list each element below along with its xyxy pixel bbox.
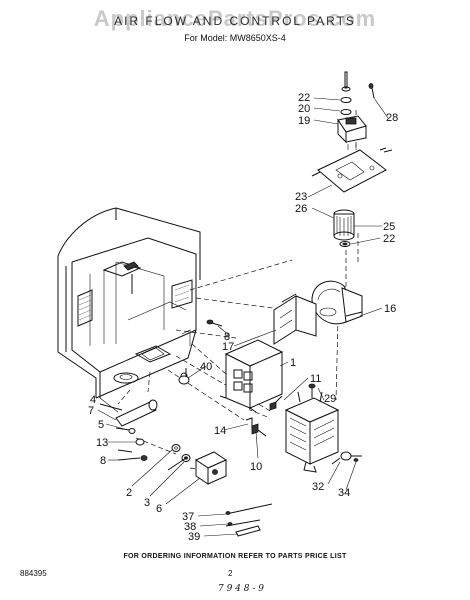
magnetron-29 — [284, 383, 340, 473]
date-code: 7 9 4 8 - 9 — [218, 584, 264, 594]
blower-housing-16 — [311, 280, 363, 325]
callout-26: 26 — [295, 203, 307, 215]
fuse-holder-6 — [167, 444, 228, 485]
callout-39: 39 — [188, 531, 200, 543]
callout-23: 23 — [295, 191, 307, 203]
callout-37: 37 — [182, 511, 194, 523]
callout-6: 6 — [156, 503, 162, 515]
callout-7: 7 — [88, 405, 94, 417]
callout-29: 29 — [324, 393, 336, 405]
interlock-switch-11 — [245, 395, 283, 437]
callout-8b: 8 — [100, 455, 106, 467]
callout-25: 25 — [383, 221, 395, 233]
wire-ties — [225, 503, 273, 537]
air-duct — [273, 293, 317, 345]
ordering-note: FOR ORDERING INFORMATION REFER TO PARTS … — [123, 553, 347, 560]
callout-40: 40 — [200, 361, 212, 373]
callout-numbers: 22 20 19 28 23 26 25 22 16 8 17 1 40 11 … — [88, 92, 398, 543]
callout-2: 2 — [126, 487, 132, 499]
callout-22b: 22 — [383, 233, 395, 245]
diagram-title: AIR FLOW AND CONTROL PARTS — [114, 14, 356, 28]
motor-bracket-23 — [311, 83, 393, 193]
callout-13: 13 — [96, 437, 108, 449]
callout-38: 38 — [184, 521, 196, 533]
callout-32: 32 — [312, 481, 324, 493]
callout-16: 16 — [384, 303, 396, 315]
transformer-1 — [219, 339, 284, 413]
callout-28: 28 — [386, 112, 398, 124]
page-number: 2 — [228, 569, 233, 578]
model-line: For Model: MW8650XS-4 — [184, 33, 286, 43]
callout-1: 1 — [290, 357, 296, 369]
fan-blade-26 — [333, 209, 355, 247]
chassis-frame — [57, 207, 201, 399]
callout-4: 4 — [90, 394, 96, 406]
callout-8a: 8 — [224, 331, 230, 343]
high-voltage-capacitor-7 — [99, 399, 158, 461]
callout-20: 20 — [298, 103, 310, 115]
callout-leaders — [97, 97, 389, 537]
callout-5: 5 — [98, 419, 104, 431]
callout-10: 10 — [250, 461, 262, 473]
callout-34: 34 — [338, 487, 350, 499]
callout-17: 17 — [222, 341, 234, 353]
callout-3: 3 — [144, 497, 150, 509]
callout-19: 19 — [298, 115, 310, 127]
capacitor-40 — [178, 368, 190, 385]
thermal-cutout-32 — [331, 451, 362, 465]
screw-8 — [206, 319, 223, 327]
callout-22: 22 — [298, 92, 310, 104]
callout-11: 11 — [310, 373, 321, 385]
watermark: AppliancePartsPros.com — [93, 6, 377, 31]
motor-assembly-19 — [337, 71, 367, 150]
document-number: 884395 — [20, 569, 47, 578]
callout-14: 14 — [214, 425, 226, 437]
